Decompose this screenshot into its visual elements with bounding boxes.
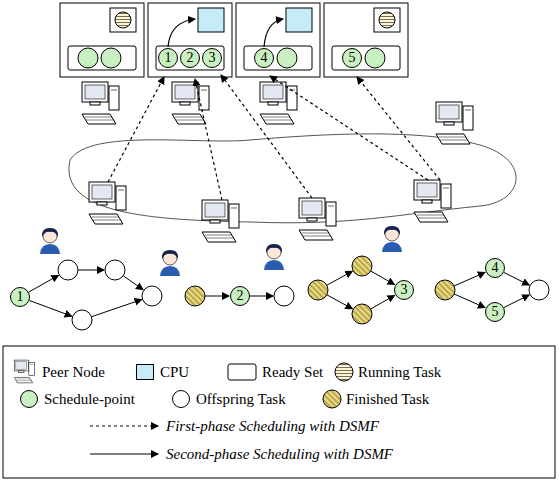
task-circle — [435, 280, 455, 300]
dag-arrow — [29, 300, 71, 316]
dag-arrow — [29, 275, 59, 292]
callout-number: 1 — [17, 289, 24, 304]
dag-arrow — [504, 295, 529, 308]
dag-arrow — [250, 296, 273, 297]
legend-text: Second-phase Scheduling with DSMF — [166, 445, 393, 463]
dag-arrow — [371, 295, 395, 309]
callout-number: 4 — [492, 260, 499, 275]
legend-text: Ready Set — [262, 363, 323, 381]
dag-arrow — [327, 295, 353, 309]
dag-arrow — [454, 272, 485, 286]
task-circle — [105, 260, 125, 280]
legend-text: Peer Node — [42, 363, 105, 381]
schedule-point: 5 — [342, 48, 362, 68]
legend-swatch — [172, 390, 190, 408]
legend-text: Finished Task — [346, 390, 429, 408]
task-circle — [274, 286, 294, 306]
dag-arrow — [91, 300, 141, 317]
legend-text: Running Task — [358, 363, 441, 381]
schedule-point: 2 — [180, 48, 200, 68]
task-circle — [185, 286, 205, 306]
legend-swatch — [136, 364, 154, 380]
legend-text: CPU — [160, 363, 189, 381]
callout-number: 5 — [492, 304, 499, 319]
callout-number: 4 — [261, 50, 268, 65]
callout-number: 3 — [401, 282, 408, 297]
task-circle — [72, 310, 92, 330]
legend-text: First-phase Scheduling with DSMF — [166, 417, 379, 435]
callout-number: 3 — [209, 50, 216, 65]
callout-number: 2 — [187, 50, 194, 65]
schedule-point: 1 — [10, 287, 30, 307]
schedule-point: 4 — [485, 258, 505, 278]
legend-text: Offspring Task — [196, 390, 286, 408]
legend-swatch — [20, 390, 38, 408]
schedule-point: 3 — [394, 280, 414, 300]
schedule-point: 2 — [230, 286, 250, 306]
schedule-point: 4 — [254, 48, 274, 68]
dag-arrow — [78, 270, 104, 271]
task-circle — [142, 286, 162, 306]
dag-arrow — [205, 296, 229, 297]
task-circle — [529, 280, 549, 300]
task-circle — [352, 256, 372, 276]
dag-arrow — [327, 271, 353, 285]
dag-arrow — [504, 272, 529, 285]
dag-arrow — [454, 294, 485, 308]
schedule-point: 5 — [485, 302, 505, 322]
dag-arrow — [371, 271, 395, 285]
callout-number: 5 — [349, 50, 356, 65]
dag-arrow — [123, 276, 143, 290]
schedule-point: 1 — [158, 48, 178, 68]
task-circle — [308, 280, 328, 300]
schedule-point: 3 — [202, 48, 222, 68]
callout-number: 2 — [237, 288, 244, 303]
task-circle — [58, 260, 78, 280]
task-circle — [352, 304, 372, 324]
callout-number: 1 — [165, 50, 172, 65]
legend-text: Schedule-point — [44, 390, 135, 408]
